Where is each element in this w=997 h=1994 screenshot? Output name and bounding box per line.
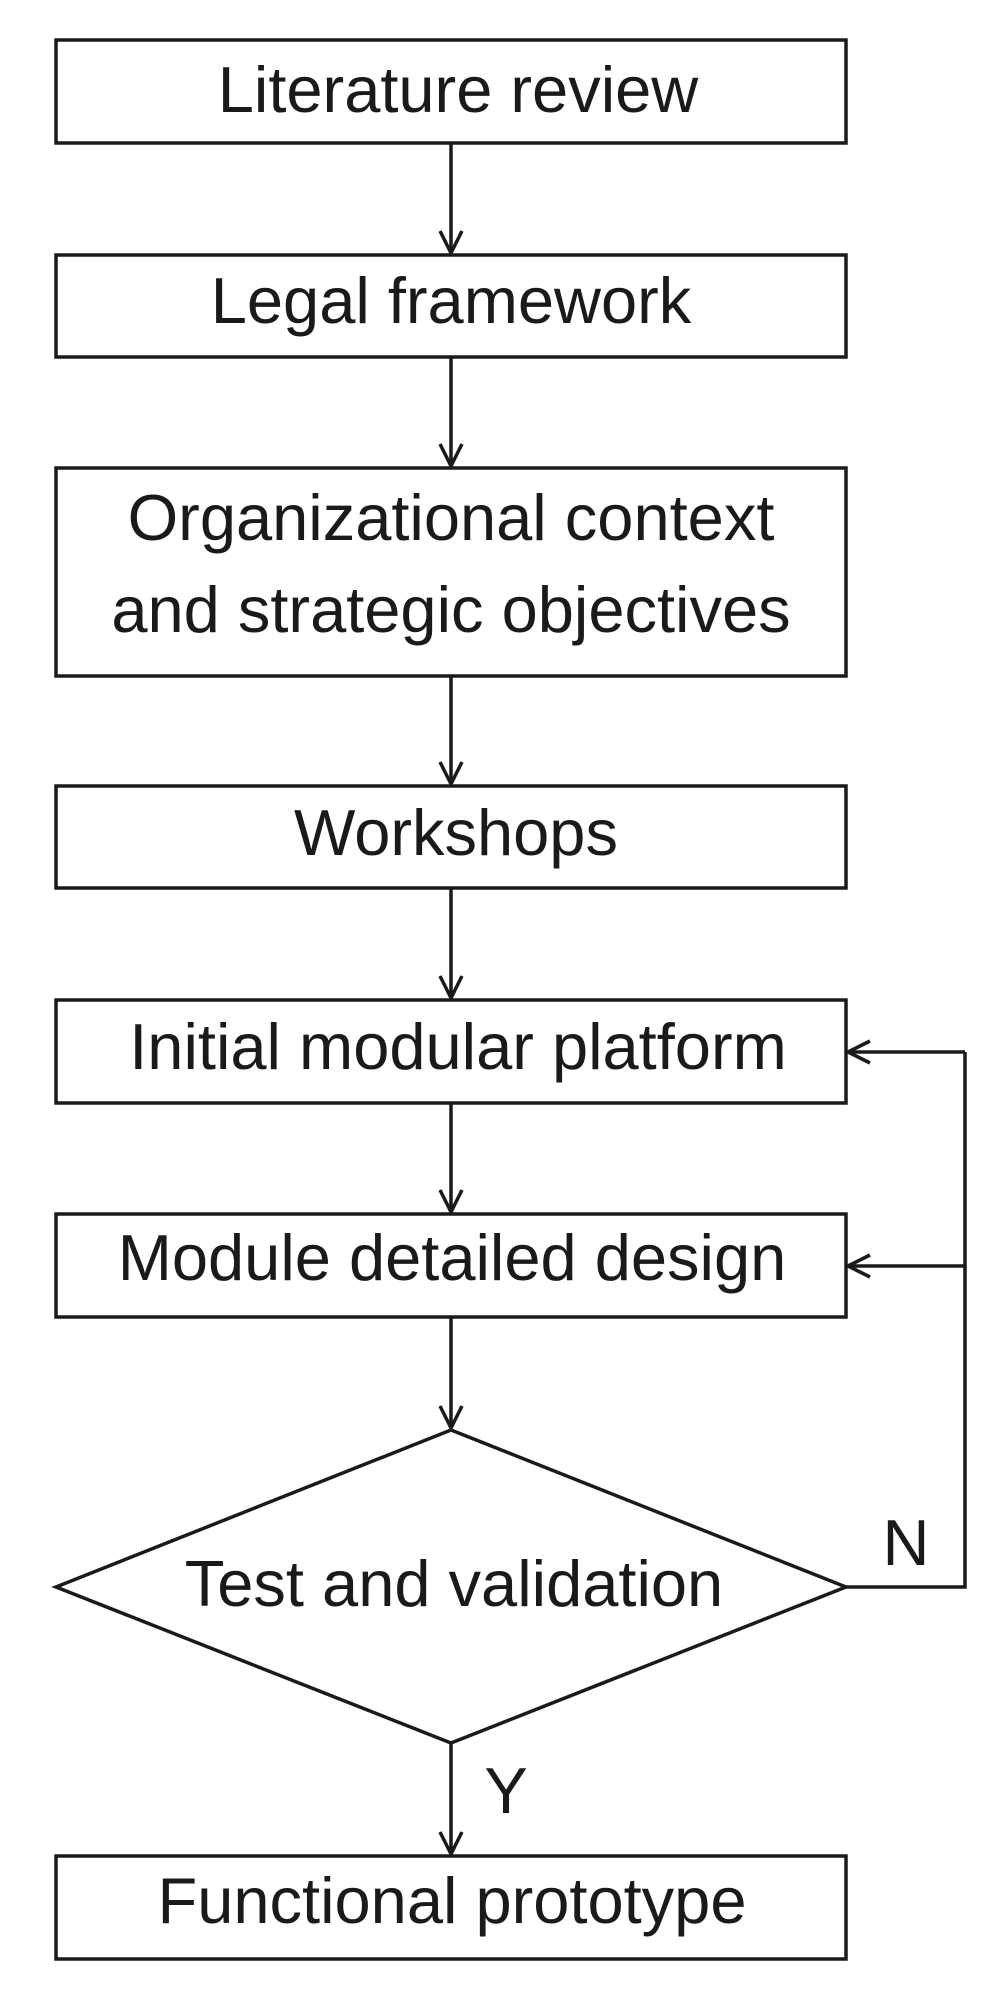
literature-review-box bbox=[54, 38, 848, 145]
functional-prototype-box bbox=[54, 1854, 848, 1961]
initial-modular-platform-box bbox=[54, 998, 848, 1105]
initial-modular-platform-label: Initial modular platform bbox=[129, 1010, 787, 1083]
workshops-node: Workshops bbox=[54, 784, 848, 890]
organizational-context-label-line2: and strategic objectives bbox=[111, 573, 790, 646]
module-detailed-design-node: Module detailed design bbox=[54, 1212, 848, 1319]
test-and-validation-label: Test and validation bbox=[185, 1547, 723, 1620]
module-detailed-design-label: Module detailed design bbox=[118, 1221, 787, 1294]
yes-branch-label: Y bbox=[484, 1754, 527, 1827]
legal-framework-node: Legal framework bbox=[54, 253, 848, 359]
literature-review-node: Literature review bbox=[54, 38, 848, 145]
organizational-context-label-line1: Organizational context bbox=[128, 481, 775, 554]
organizational-context-node: Organizational context and strategic obj… bbox=[54, 466, 848, 678]
functional-prototype-node: Functional prototype bbox=[54, 1854, 848, 1961]
no-branch-label: N bbox=[883, 1506, 930, 1579]
organizational-context-box bbox=[54, 466, 848, 678]
legal-framework-label: Legal framework bbox=[211, 264, 692, 337]
literature-review-label: Literature review bbox=[218, 53, 700, 126]
initial-modular-platform-node: Initial modular platform bbox=[54, 998, 848, 1105]
legal-framework-box bbox=[54, 253, 848, 359]
workshops-label: Workshops bbox=[294, 796, 618, 869]
functional-prototype-label: Functional prototype bbox=[158, 1864, 747, 1937]
feedback-loop-trunk bbox=[846, 1052, 967, 1589]
test-and-validation-decision: Test and validation bbox=[51, 1428, 851, 1745]
